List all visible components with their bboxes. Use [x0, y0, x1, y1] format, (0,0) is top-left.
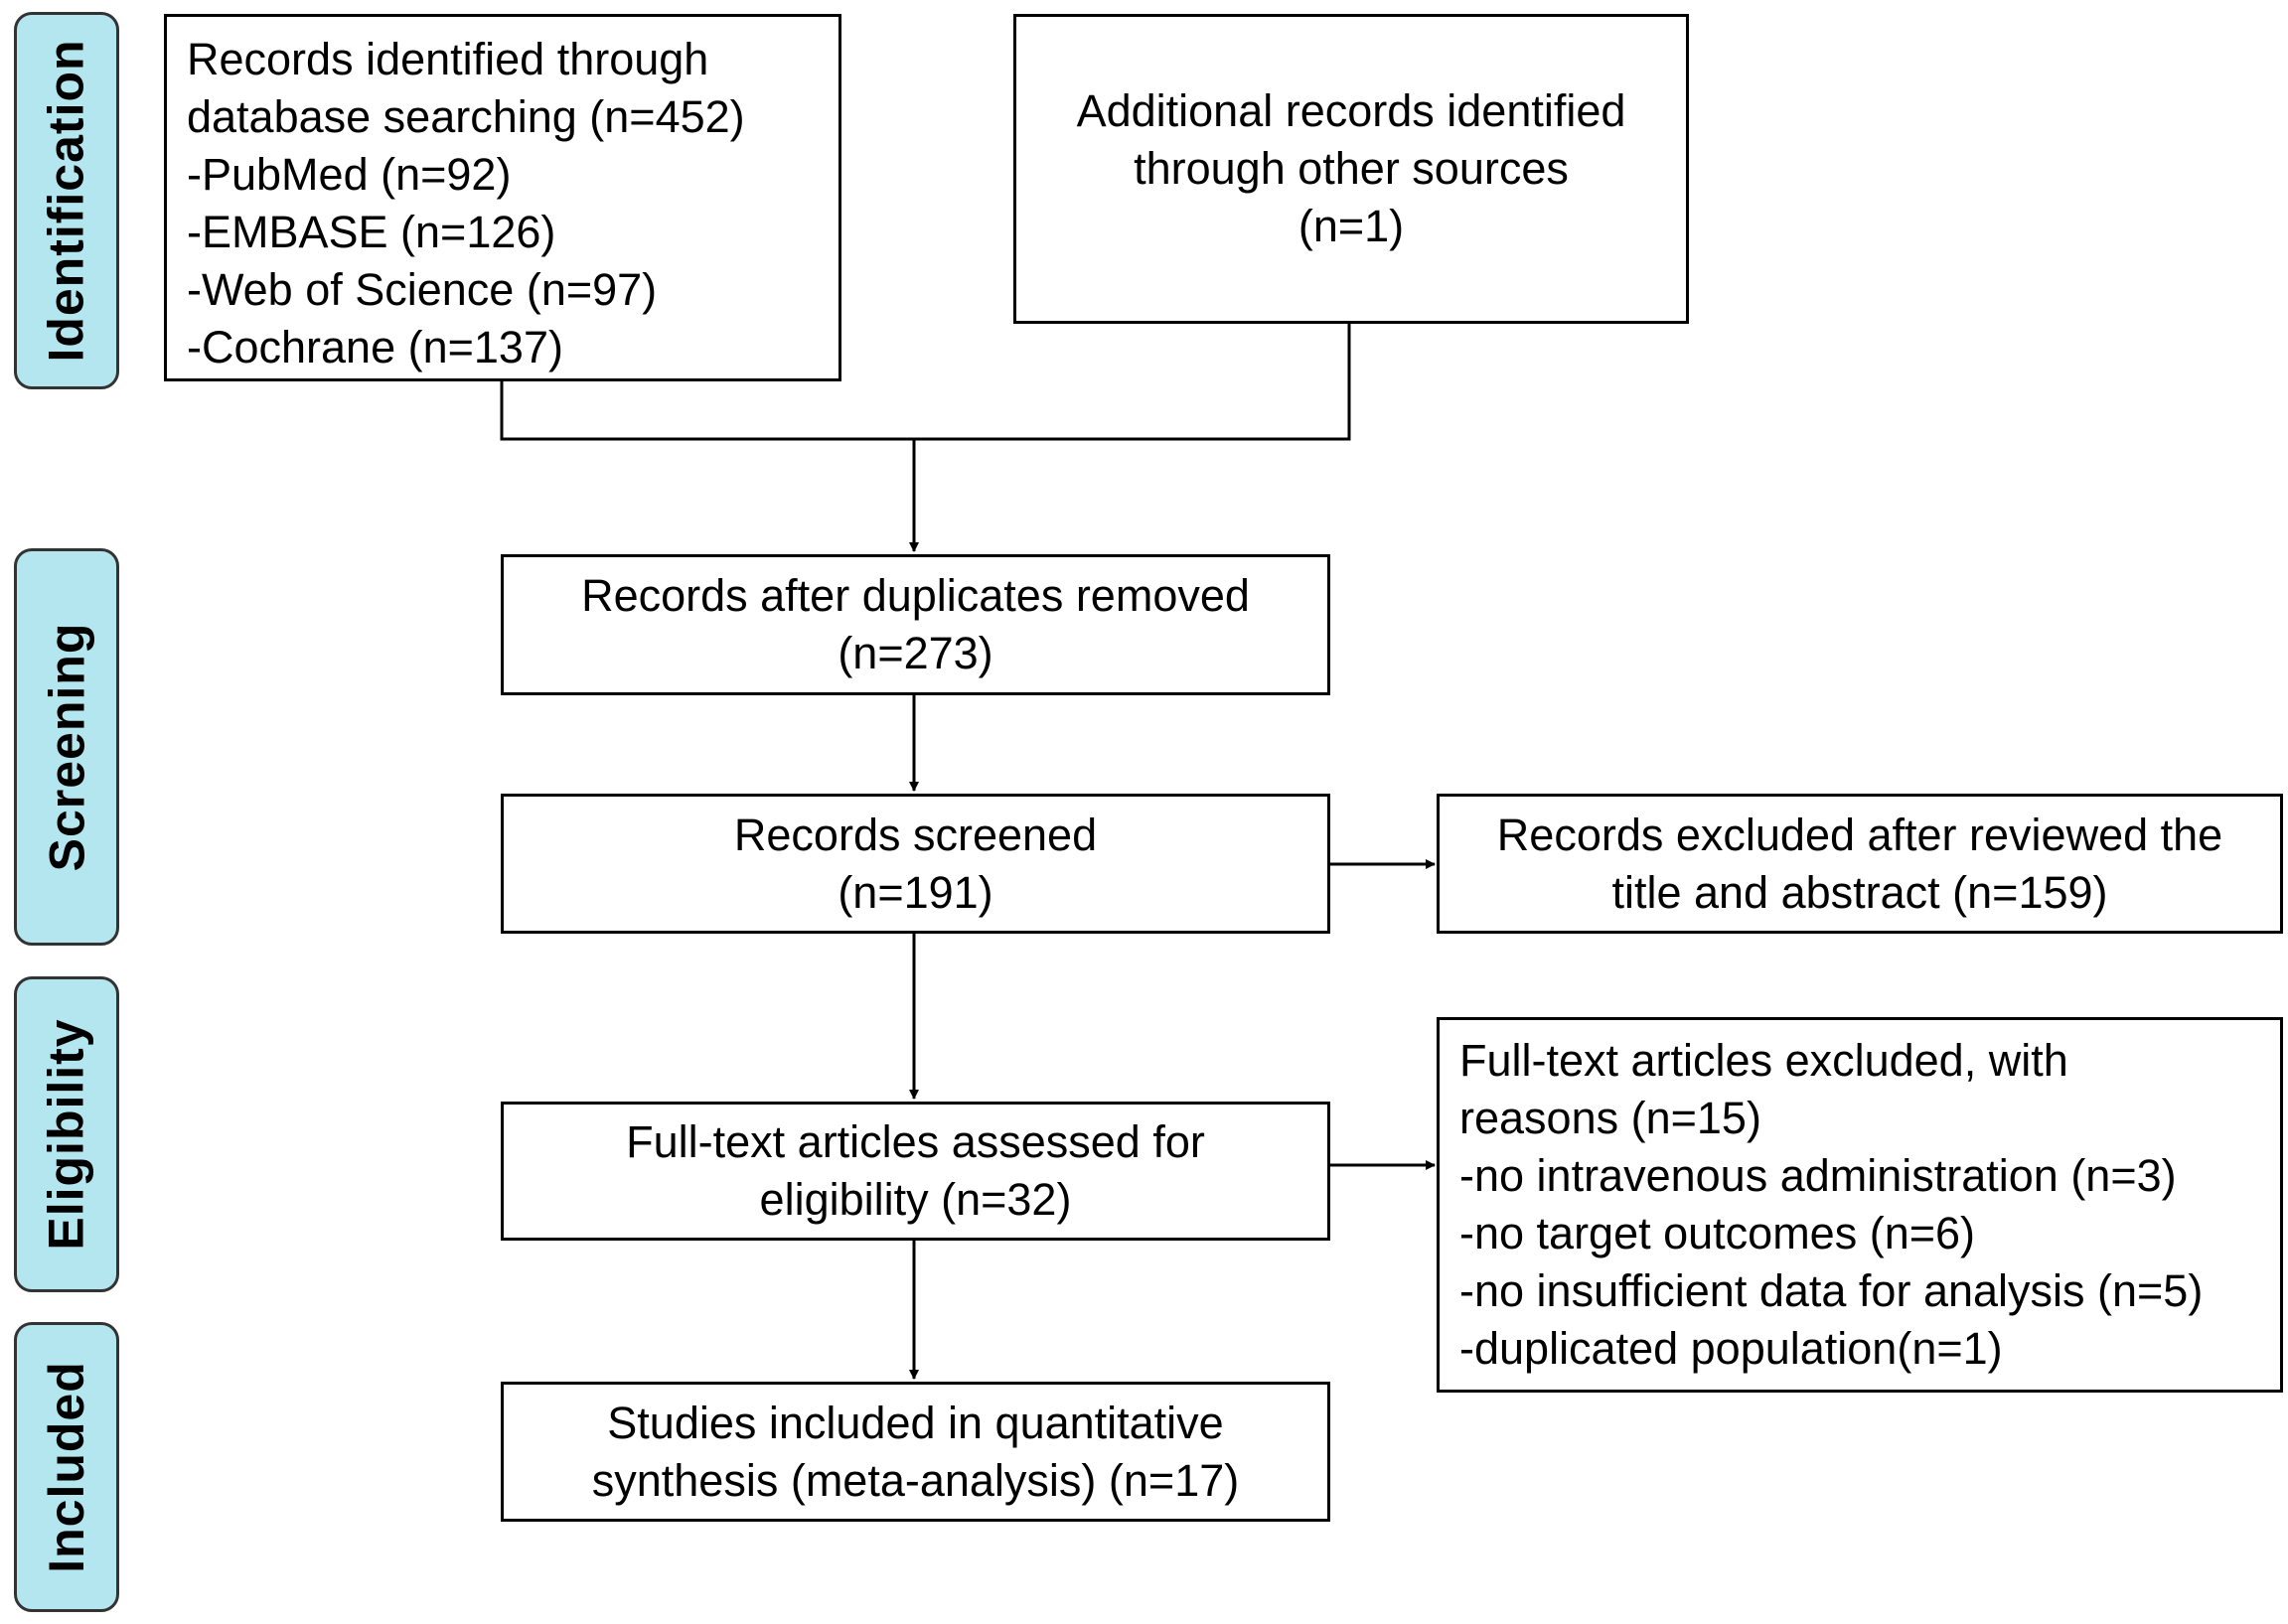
stage-screening: Screening [14, 548, 119, 946]
box-line: Records identified through [187, 34, 709, 84]
box-line: -no target outcomes (n=6) [1459, 1208, 1976, 1258]
stage-included-label: Included [39, 1361, 95, 1573]
box-line: Additional records identified [1076, 85, 1626, 136]
stage-identification-label: Identification [39, 39, 95, 363]
box-line: -PubMed (n=92) [187, 149, 512, 200]
box-line: -EMBASE (n=126) [187, 207, 556, 257]
box-line: -Web of Science (n=97) [187, 264, 658, 315]
box-line: title and abstract (n=159) [1611, 866, 2108, 918]
box-line: synthesis (meta-analysis) (n=17) [591, 1454, 1240, 1506]
included-studies-box: Studies included in quantitative synthes… [501, 1382, 1330, 1522]
box-line: through other sources [1134, 143, 1569, 194]
records-screened-box: Records screened (n=191) [501, 794, 1330, 934]
box-line: Records excluded after reviewed the [1496, 809, 2223, 860]
box-line: eligibility (n=32) [759, 1174, 1072, 1225]
box-line: (n=191) [838, 866, 993, 918]
box-line: Full-text articles assessed for [626, 1116, 1205, 1167]
merge-line [500, 322, 1351, 441]
full-text-assessed-box: Full-text articles assessed for eligibil… [501, 1102, 1330, 1241]
box-line: database searching (n=452) [187, 91, 745, 142]
full-text-excluded-box: Full-text articles excluded, with reason… [1437, 1017, 2283, 1393]
stage-included: Included [14, 1322, 119, 1612]
box-line: -Cochrane (n=137) [187, 322, 563, 372]
box-line: -duplicated population(n=1) [1459, 1323, 2003, 1374]
box-line: -no insufficient data for analysis (n=5) [1459, 1265, 2204, 1316]
box-line: reasons (n=15) [1459, 1093, 1761, 1143]
excluded-title-abstract-box: Records excluded after reviewed the titl… [1437, 794, 2283, 934]
database-search-box: Records identified through database sear… [164, 14, 841, 381]
stage-eligibility-label: Eligibility [39, 1018, 94, 1251]
stage-identification: Identification [14, 12, 119, 389]
duplicates-removed-box: Records after duplicates removed (n=273) [501, 554, 1330, 695]
box-line: -no intravenous administration (n=3) [1459, 1150, 2177, 1201]
box-line: (n=273) [838, 628, 993, 678]
box-line: (n=1) [1297, 201, 1405, 251]
box-line: Records screened [733, 809, 1098, 860]
box-line: Records after duplicates removed [581, 570, 1250, 621]
box-line: Full-text articles excluded, with [1459, 1035, 2068, 1086]
stage-eligibility: Eligibility [14, 976, 119, 1292]
stage-screening-label: Screening [39, 622, 94, 872]
box-line: Studies included in quantitative [607, 1397, 1224, 1448]
other-sources-box: Additional records identified through ot… [1013, 14, 1689, 324]
